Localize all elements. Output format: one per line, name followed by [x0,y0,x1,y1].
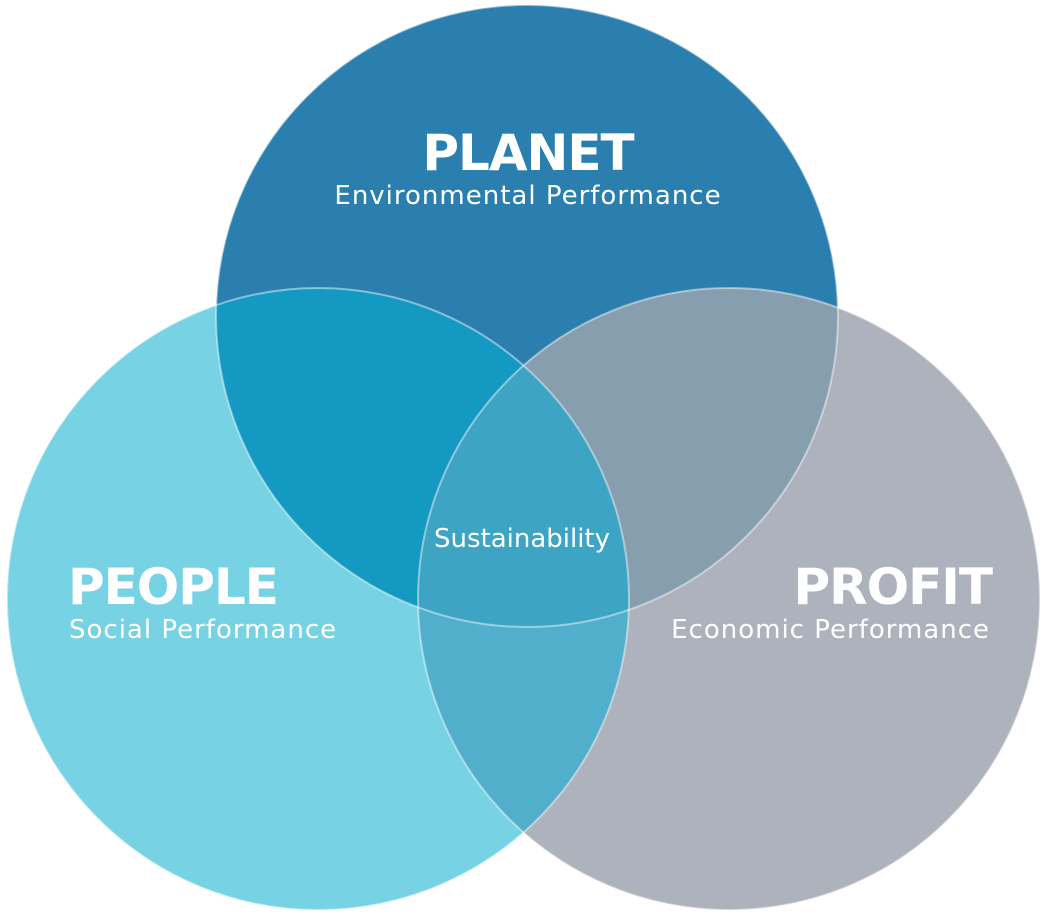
planet-subtitle: Environmental Performance [334,181,721,211]
profit-subtitle: Economic Performance [671,615,990,645]
people-subtitle: Social Performance [69,615,337,645]
people-title: PEOPLE [68,558,278,616]
people-outline [6,287,630,911]
planet-outline [215,4,839,628]
profit-outline [417,287,1041,911]
sustainability-label: Sustainability [434,524,610,554]
center-overlap [418,288,629,627]
profit-title: PROFIT [793,558,992,616]
planet-title: PLANET [422,124,634,182]
